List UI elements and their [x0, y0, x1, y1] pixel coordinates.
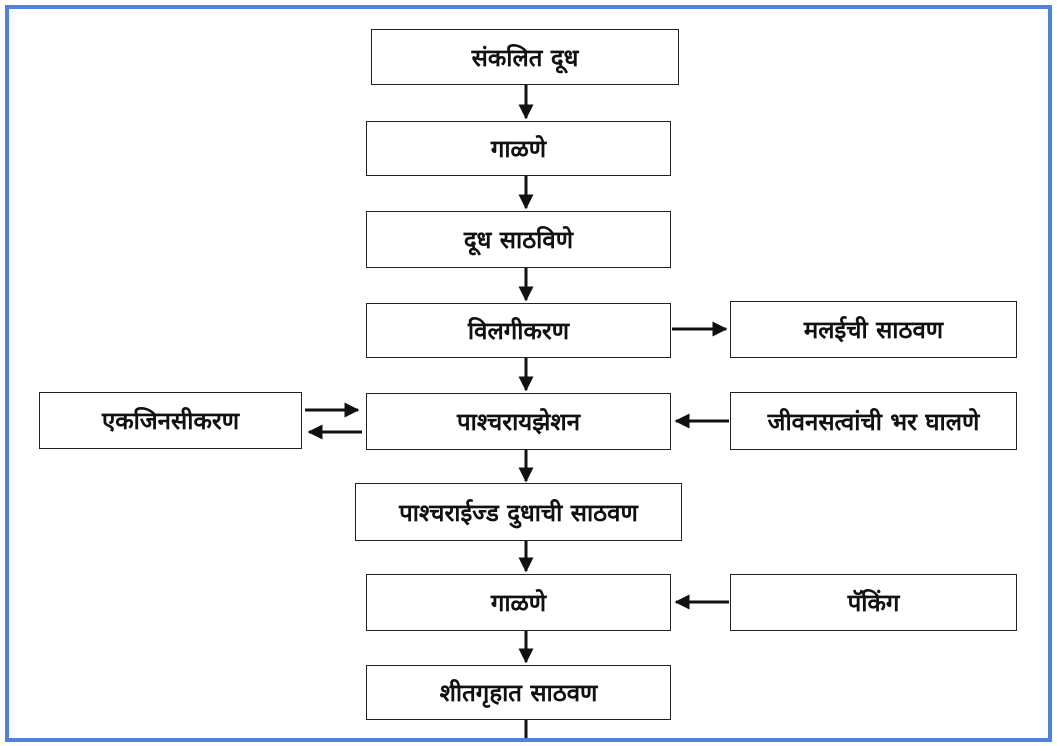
node-filtering-2: गाळणे	[366, 574, 671, 631]
node-vitamin-fortification: जीवनसत्वांची भर घालणे	[730, 392, 1017, 450]
node-packing: पॅकिंग	[730, 574, 1017, 631]
node-pasteurization: पाश्चरायझेशन	[366, 393, 671, 450]
node-cream-storage: मलईची साठवण	[730, 301, 1017, 358]
node-pasteurized-milk-storage: पाश्चराईज्ड दुधाची साठवण	[355, 483, 682, 541]
node-milk-storage: दूध साठविणे	[366, 211, 671, 268]
node-separation: विलगीकरण	[366, 303, 671, 358]
node-homogenization: एकजिनसीकरण	[39, 392, 302, 449]
node-collected-milk: संकलित दूध	[371, 29, 679, 85]
node-cold-storage: शीतगृहात साठवण	[366, 665, 671, 720]
node-filtering-1: गाळणे	[366, 121, 671, 176]
